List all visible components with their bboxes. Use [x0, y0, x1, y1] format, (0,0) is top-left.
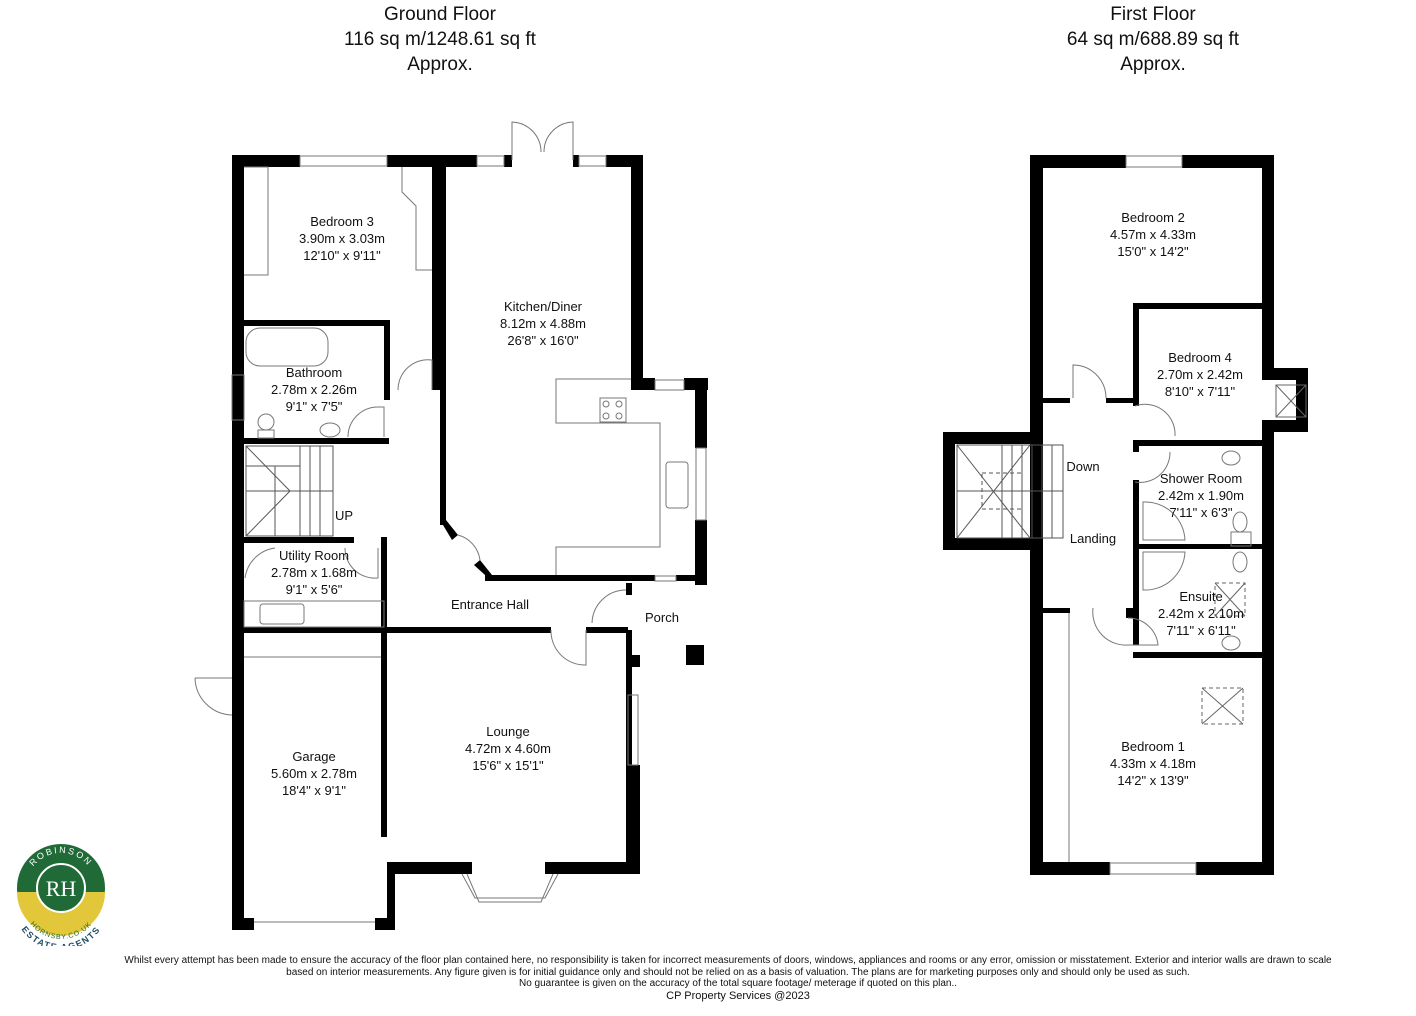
room-name: Bedroom 4 [1168, 350, 1232, 365]
ground-floor-area: 116 sq m/1248.61 sq ft [344, 29, 536, 50]
first-floor-plan [943, 155, 1308, 875]
room-label-shower-room: Shower Room 2.42m x 1.90m 7'11" x 6'3" [1158, 470, 1244, 521]
room-label-utility-room: Utility Room 2.78m x 1.68m 9'1" x 5'6" [271, 547, 357, 598]
room-name: Kitchen/Diner [503, 299, 583, 314]
room-name: Shower Room [1159, 471, 1243, 486]
room-dimensions-metric: 8.12m x 4.88m [500, 316, 586, 331]
ground-floor-approx: Approx. [407, 54, 473, 75]
room-name: Bedroom 2 [1121, 210, 1185, 225]
room-label-bedroom-4: Bedroom 4 2.70m x 2.42m 8'10" x 7'11" [1157, 349, 1243, 400]
room-name: Lounge [486, 724, 530, 739]
room-dimensions-imperial: 9'1" x 5'6" [285, 582, 343, 597]
room-dimensions-metric: 2.42m x 2.10m [1158, 606, 1244, 621]
stairs-up-label: UP [334, 508, 354, 523]
room-label-kitchen-diner: Kitchen/Diner 8.12m x 4.88m 26'8" x 16'0… [500, 298, 586, 349]
room-dimensions-imperial: 26'8" x 16'0" [507, 333, 579, 348]
disclaimer: Whilst every attempt has been made to en… [60, 955, 1416, 1003]
room-name: Garage [292, 749, 336, 764]
room-dimensions-metric: 5.60m x 2.78m [271, 766, 357, 781]
room-label-lounge: Lounge 4.72m x 4.60m 15'6" x 15'1" [465, 723, 551, 774]
room-dimensions-imperial: 7'11" x 6'3" [1169, 505, 1233, 520]
room-dimensions-imperial: 15'6" x 15'1" [472, 758, 544, 773]
room-label-garage: Garage 5.60m x 2.78m 18'4" x 9'1" [271, 748, 357, 799]
room-dimensions-metric: 4.72m x 4.60m [465, 741, 551, 756]
room-dimensions-metric: 2.42m x 1.90m [1158, 488, 1244, 503]
room-label-bathroom: Bathroom 2.78m x 2.26m 9'1" x 7'5" [271, 364, 357, 415]
room-name: Bathroom [285, 365, 343, 380]
ground-floor-fixtures [194, 121, 707, 923]
first-floor-approx: Approx. [1120, 54, 1186, 75]
room-label-entrance-hall: Entrance Hall [450, 597, 530, 612]
room-dimensions-imperial: 15'0" x 14'2" [1117, 244, 1189, 259]
room-label-bedroom-2: Bedroom 2 4.57m x 4.33m 15'0" x 14'2" [1110, 209, 1196, 260]
room-label-bedroom-3: Bedroom 3 3.90m x 3.03m 12'10" x 9'11" [299, 213, 385, 264]
stairs-down-label: Down [1066, 459, 1100, 474]
room-dimensions-imperial: 8'10" x 7'11" [1164, 384, 1236, 399]
logo-monogram: RH [46, 876, 77, 901]
room-dimensions-imperial: 18'4" x 9'1" [281, 783, 347, 798]
room-label-ensuite: Ensuite 2.42m x 2.10m 7'11" x 6'11" [1158, 588, 1244, 639]
room-dimensions-metric: 2.70m x 2.42m [1157, 367, 1243, 382]
first-floor-fixtures [956, 155, 1307, 875]
room-dimensions-imperial: 14'2" x 13'9" [1117, 773, 1189, 788]
room-dimensions-metric: 3.90m x 3.03m [299, 231, 385, 246]
room-dimensions-imperial: 9'1" x 7'5" [285, 399, 343, 414]
copyright-credit: CP Property Services @2023 [666, 989, 810, 1002]
room-dimensions-imperial: 12'10" x 9'11" [303, 248, 381, 263]
room-name: Bedroom 3 [310, 214, 374, 229]
room-name: Ensuite [1179, 589, 1223, 604]
ground-floor-plan [232, 155, 708, 930]
room-dimensions-metric: 4.57m x 4.33m [1110, 227, 1196, 242]
ground-floor-title: Ground Floor [384, 4, 496, 25]
room-label-bedroom-1: Bedroom 1 4.33m x 4.18m 14'2" x 13'9" [1110, 738, 1196, 789]
room-name: Utility Room [278, 548, 350, 563]
first-floor-title: First Floor [1110, 4, 1196, 25]
room-label-porch: Porch [645, 610, 679, 625]
room-dimensions-metric: 2.78m x 1.68m [271, 565, 357, 580]
room-dimensions-metric: 4.33m x 4.18m [1110, 756, 1196, 771]
first-floor-heading: First Floor 64 sq m/688.89 sq ft Approx. [1003, 2, 1303, 77]
disclaimer-line-2: based on interior measurements. Any figu… [286, 966, 1190, 978]
disclaimer-line-1: Whilst every attempt has been made to en… [124, 955, 1332, 966]
room-name: Bedroom 1 [1121, 739, 1185, 754]
ground-floor-heading: Ground Floor 116 sq m/1248.61 sq ft Appr… [290, 2, 590, 77]
room-dimensions-imperial: 7'11" x 6'11" [1166, 623, 1236, 638]
first-floor-area: 64 sq m/688.89 sq ft [1066, 29, 1240, 50]
room-dimensions-metric: 2.78m x 2.26m [271, 382, 357, 397]
robinson-hornsby-logo: RH ROBINSON HORNSBY.CO.UK ESTATE AGENTS [8, 840, 114, 952]
logo-emblem-icon: RH ROBINSON HORNSBY.CO.UK ESTATE AGENTS [17, 844, 105, 952]
room-label-landing: Landing [1069, 531, 1117, 546]
disclaimer-line-3: No guarantee is given on the accuracy of… [518, 978, 958, 989]
